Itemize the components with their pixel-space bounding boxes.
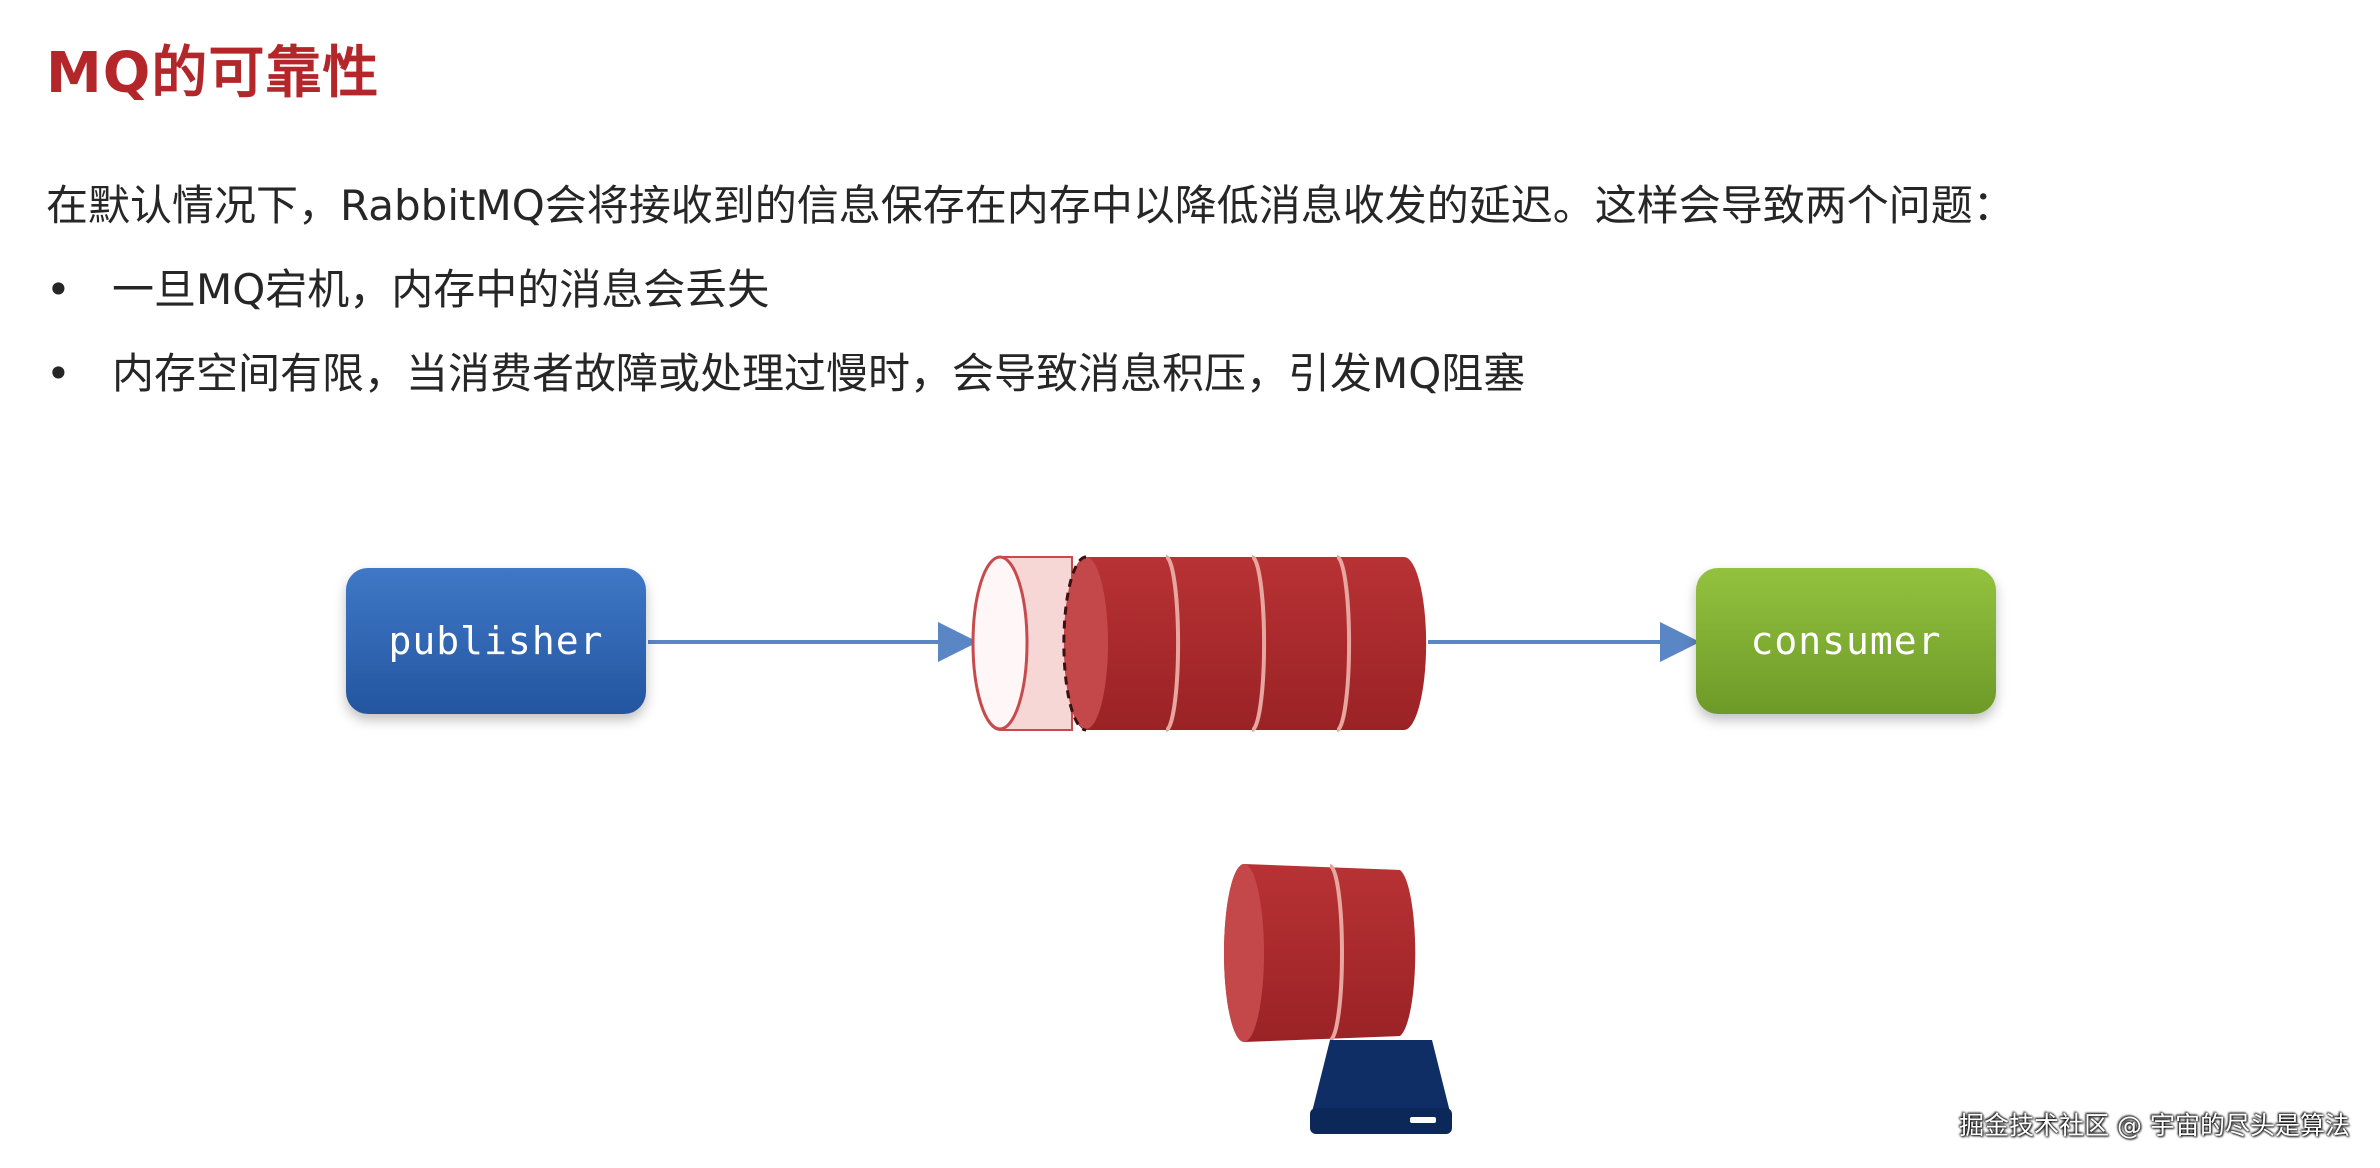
problem-list: • 一旦MQ宕机，内存中的消息会丢失 • 内存空间有限，当消费者故障或处理过慢时… [0,260,2380,428]
message-divider [1329,864,1344,1042]
list-item: • 内存空间有限，当消费者故障或处理过慢时，会导致消息积压，引发MQ阻塞 [0,344,2380,428]
publisher-label: publisher [388,619,604,663]
bullet-text: 内存空间有限，当消费者故障或处理过慢时，会导致消息积压，引发MQ阻塞 [112,349,1526,398]
intro-text: 在默认情况下，RabbitMQ会将接收到的信息保存在内存中以降低消息收发的延迟。… [46,181,2015,230]
bullet-marker: • [46,265,71,314]
message-divider [1165,555,1181,732]
queue-dashed-edge [1062,555,1087,732]
bullet-marker: • [46,349,71,398]
persisted-messages [1224,864,1416,1042]
memory-queue [971,555,1427,732]
publisher-node: publisher [346,568,646,714]
queue-opening [971,555,1029,731]
page-title: MQ的可靠性 [46,41,380,106]
list-item: • 一旦MQ宕机，内存中的消息会丢失 [0,260,2380,344]
watermark: 掘金技术社区 @ 宇宙的尽头是算法 [1959,1111,2350,1140]
message-divider [1251,555,1267,732]
bullet-text: 一旦MQ宕机，内存中的消息会丢失 [112,265,770,314]
disk-icon [1310,1040,1452,1134]
queue-messages [1063,557,1427,730]
message-divider [1336,555,1352,732]
queue-front-face [1064,557,1108,729]
consumer-node: consumer [1696,568,1996,714]
consumer-label: consumer [1750,619,1942,663]
